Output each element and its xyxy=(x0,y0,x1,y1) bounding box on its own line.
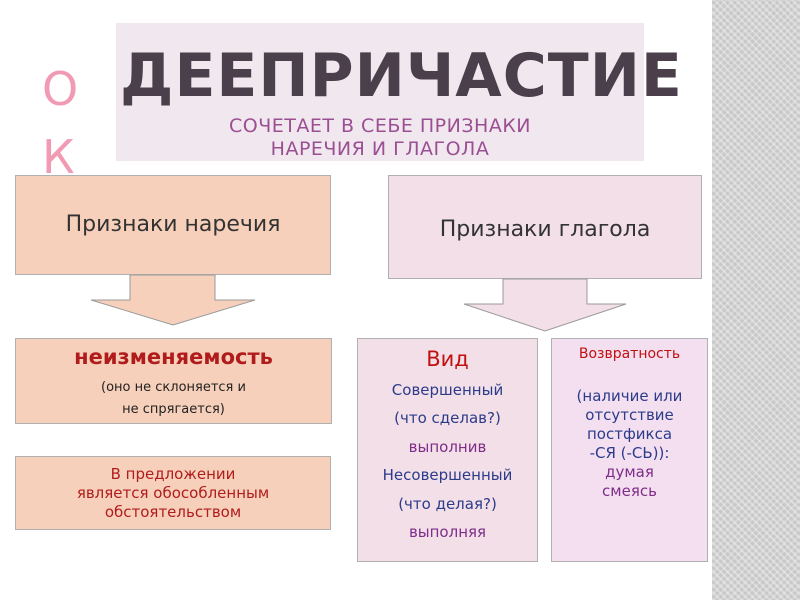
reflexivity-box: Возвратность (наличие или отсутствие пос… xyxy=(551,338,708,562)
invariability-title: неизменяемость xyxy=(74,345,273,369)
reflexivity-example-2: смеясь xyxy=(602,482,657,500)
sentence-role-line-2: является обособленным xyxy=(76,484,270,502)
aspect-perfective: Совершенный xyxy=(391,381,504,399)
subtitle-line-2: НАРЕЧИЯ И ГЛАГОЛА xyxy=(270,138,490,160)
verb-features-heading: Признаки глагола xyxy=(439,217,651,242)
reflexivity-example-1: думая xyxy=(605,463,654,481)
adverb-down-arrow xyxy=(90,274,256,326)
aspect-imperfective: Несовершенный xyxy=(382,466,513,484)
invariability-box: неизменяемость (оно не склоняется и не с… xyxy=(15,338,332,424)
sentence-role-line-3: обстоятельством xyxy=(104,503,242,521)
aspect-imperfective-question: (что делая?) xyxy=(398,495,497,513)
reflexivity-text-line-3: постфикса xyxy=(586,425,673,443)
verb-down-arrow xyxy=(463,278,627,332)
title-panel xyxy=(116,23,644,161)
aspect-perfective-example: выполнив xyxy=(408,438,487,456)
decorative-side-stripe xyxy=(712,0,800,600)
subtitle-line-1: СОЧЕТАЕТ В СЕБЕ ПРИЗНАКИ xyxy=(228,115,532,137)
aspect-box: Вид Совершенный (что сделав?) выполнив Н… xyxy=(357,338,538,562)
side-letter-o: О xyxy=(42,62,79,116)
reflexivity-text-line-1: (наличие или xyxy=(576,387,683,405)
sentence-role-text: В предложении является обособленным обст… xyxy=(16,465,330,522)
aspect-perfective-question: (что сделав?) xyxy=(394,409,501,427)
reflexivity-title: Возвратность xyxy=(578,346,681,362)
reflexivity-text-line-4: -СЯ (-СЬ)): xyxy=(589,444,670,462)
invariability-note-line-2: не спрягается) xyxy=(122,402,225,417)
side-letter-k: К xyxy=(42,130,75,184)
invariability-note-line-1: (оно не склоняется и xyxy=(101,380,246,395)
aspect-title: Вид xyxy=(426,347,469,371)
sentence-role-box: В предложении является обособленным обст… xyxy=(15,456,331,530)
aspect-imperfective-example: выполняя xyxy=(408,523,487,541)
reflexivity-text: (наличие или отсутствие постфикса -СЯ (-… xyxy=(552,387,707,463)
verb-features-box: Признаки глагола xyxy=(388,175,702,279)
invariability-note: (оно не склоняется и не спрягается) xyxy=(16,377,331,421)
reflexivity-text-line-2: отсутствие xyxy=(585,406,674,424)
slide-title: ДЕЕПРИЧАСТИЕ xyxy=(120,41,683,111)
slide-subtitle: СОЧЕТАЕТ В СЕБЕ ПРИЗНАКИ НАРЕЧИЯ И ГЛАГО… xyxy=(116,115,644,161)
adverb-features-heading: Признаки наречия xyxy=(65,212,281,237)
adverb-features-box: Признаки наречия xyxy=(15,175,331,275)
sentence-role-line-1: В предложении xyxy=(110,465,236,483)
